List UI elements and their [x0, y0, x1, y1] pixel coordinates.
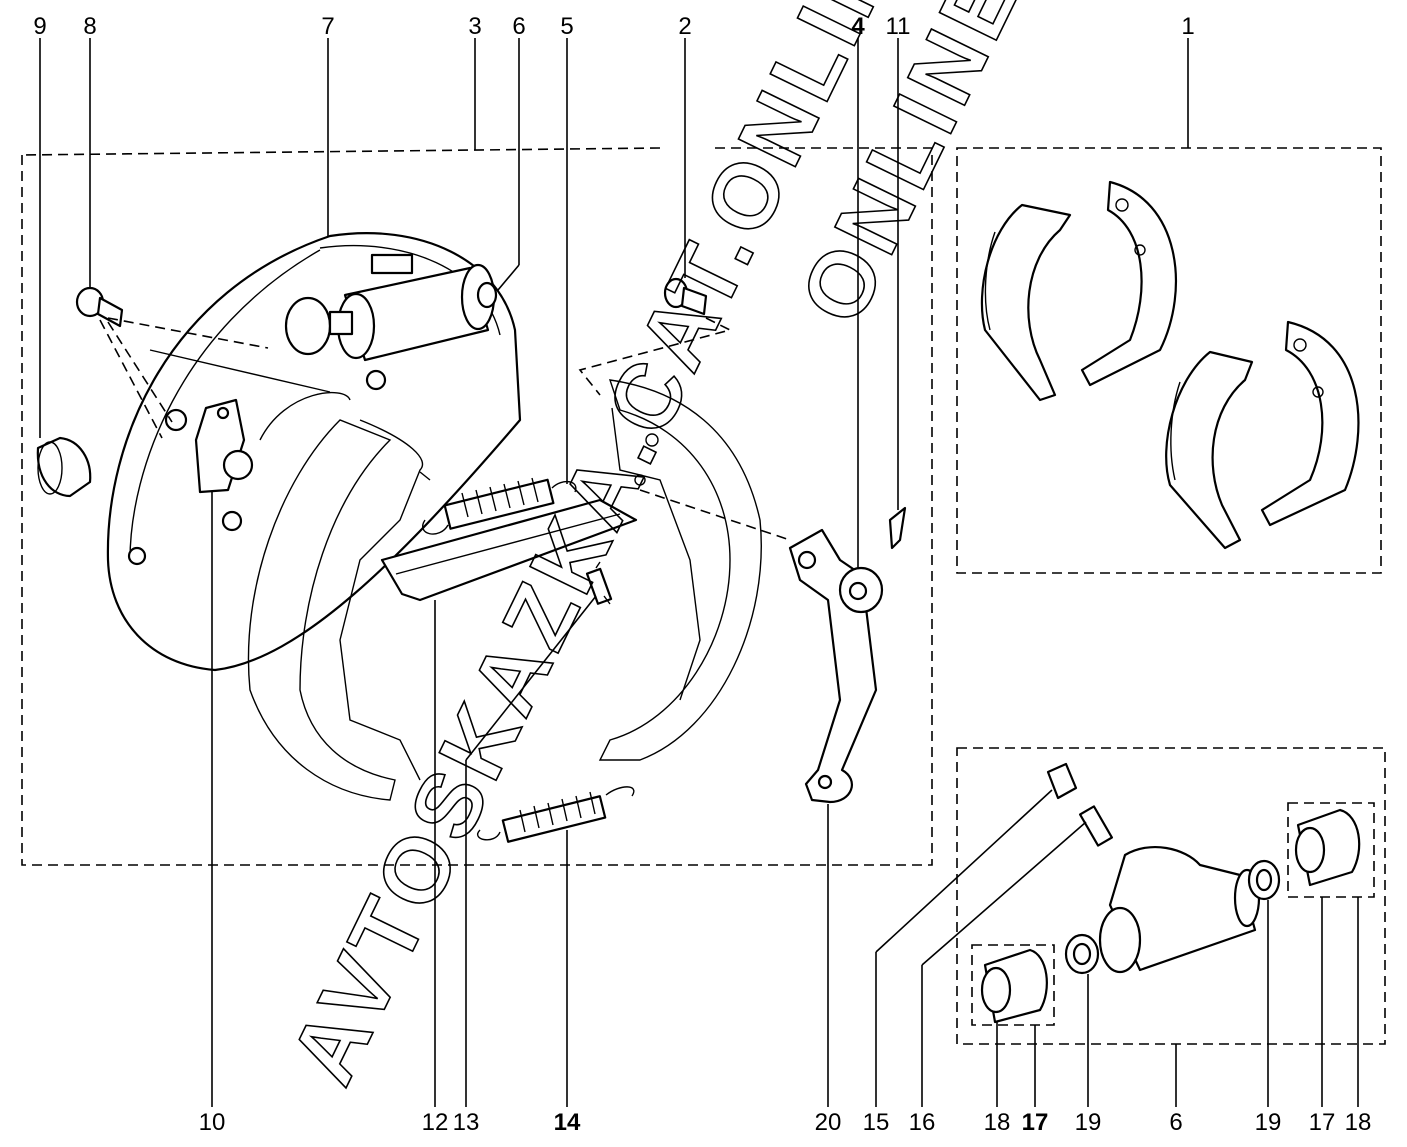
callout-17: 17	[1309, 1109, 1336, 1136]
anchor-block	[194, 398, 254, 494]
bolt-2	[663, 277, 708, 316]
callout-5: 5	[560, 13, 573, 40]
piston-right	[1294, 808, 1361, 887]
callout-11: 11	[886, 13, 911, 40]
clip-11	[888, 506, 907, 550]
callout-1: 1	[1181, 13, 1194, 40]
callout-3: 3	[468, 13, 481, 40]
group-box-17-left	[971, 944, 1055, 1026]
leader-lines	[39, 38, 1359, 1107]
callout-2: 2	[678, 13, 691, 40]
brake-shoe-right	[598, 379, 762, 761]
callout-12: 12	[422, 1109, 449, 1136]
group-box-6	[956, 747, 1386, 1045]
callout-13: 13	[453, 1109, 480, 1136]
bolt-8	[75, 286, 124, 328]
callout-10: 10	[199, 1109, 226, 1136]
callout-20: 20	[815, 1109, 842, 1136]
shoe-set-upper	[980, 180, 1177, 402]
washer-4	[838, 566, 884, 614]
seal-ring-right	[1247, 859, 1281, 901]
callout-17: 17	[1022, 1109, 1049, 1136]
callout-19: 19	[1255, 1109, 1282, 1136]
callout-16: 16	[909, 1109, 936, 1136]
group-box-17-right	[1287, 802, 1375, 898]
piston-left	[980, 948, 1048, 1024]
group-box-3	[21, 147, 933, 866]
small-spring	[585, 561, 613, 605]
bleeder-cap	[1046, 762, 1078, 800]
callout-14: 14	[554, 1109, 581, 1136]
upper-return-spring	[422, 477, 577, 535]
lower-return-spring	[477, 786, 635, 843]
callout-18: 18	[984, 1109, 1011, 1136]
wheel-cylinder-mounted	[328, 253, 498, 362]
callout-9: 9	[33, 13, 46, 40]
brake-shoe-left	[247, 419, 431, 801]
seal-ring-left	[1064, 933, 1100, 975]
shoe-set-lower	[1165, 320, 1360, 550]
callout-19: 19	[1075, 1109, 1102, 1136]
cylinder-body	[1098, 846, 1261, 974]
plug-9	[36, 436, 92, 498]
callout-4: 4	[851, 13, 865, 40]
callout-7: 7	[321, 13, 334, 40]
callout-6: 6	[1169, 1109, 1182, 1136]
strut-bar	[380, 498, 638, 602]
callout-18: 18	[1345, 1109, 1372, 1136]
callout-15: 15	[863, 1109, 890, 1136]
callout-8: 8	[83, 13, 96, 40]
bleeder-screw	[1078, 805, 1114, 847]
group-box-1	[956, 147, 1382, 574]
callout-6: 6	[512, 13, 525, 40]
